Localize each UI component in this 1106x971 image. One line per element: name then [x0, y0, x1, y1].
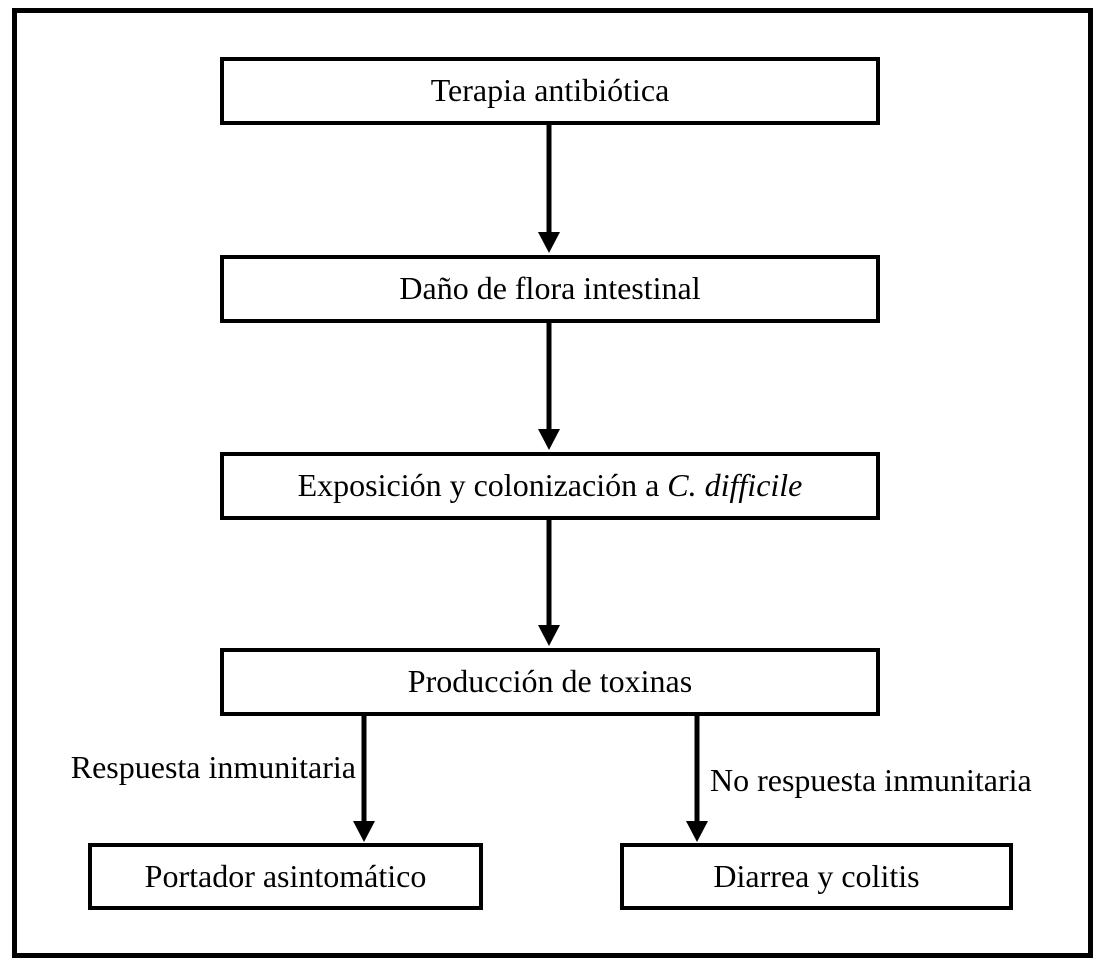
branch-label-no-respuesta-inmunitaria: No respuesta inmunitaria [710, 762, 1032, 798]
node-portador-asintomatico: Portador asintomático [88, 843, 483, 910]
node-terapia-antibiotica-label: Terapia antibiótica [430, 72, 670, 109]
arrow-terapia-to-dano-icon [538, 123, 560, 253]
arrow-produccion-to-diarrea-icon [686, 714, 708, 842]
node-exposicion-colonizacion-label: Exposición y colonización a C. difficile [298, 468, 803, 503]
diagram-outer-border [12, 8, 1093, 958]
node-diarrea-colitis-label: Diarrea y colitis [713, 857, 920, 894]
node-diarrea-colitis: Diarrea y colitis [620, 843, 1013, 910]
node-produccion-toxinas-label: Producción de toxinas [407, 663, 693, 700]
arrow-produccion-to-portador-icon [353, 714, 375, 842]
node-exposicion-colonizacion: Exposición y colonización a C. difficile [220, 452, 880, 520]
node-portador-asintomatico-label: Portador asintomático [144, 857, 427, 894]
branch-label-respuesta-inmunitaria: Respuesta inmunitaria [70, 749, 356, 785]
node-produccion-toxinas: Producción de toxinas [220, 648, 880, 716]
node-terapia-antibiotica: Terapia antibiótica [220, 57, 880, 125]
node-dano-flora-intestinal-label: Daño de flora intestinal [399, 270, 701, 307]
arrow-dano-to-exposicion-icon [538, 320, 560, 450]
node-exposicion-label-italic: C. difficile [667, 467, 803, 504]
node-exposicion-label-prefix: Exposición y colonización a [297, 467, 660, 504]
node-dano-flora-intestinal: Daño de flora intestinal [220, 255, 880, 323]
arrow-exposicion-to-produccion-icon [538, 517, 560, 646]
